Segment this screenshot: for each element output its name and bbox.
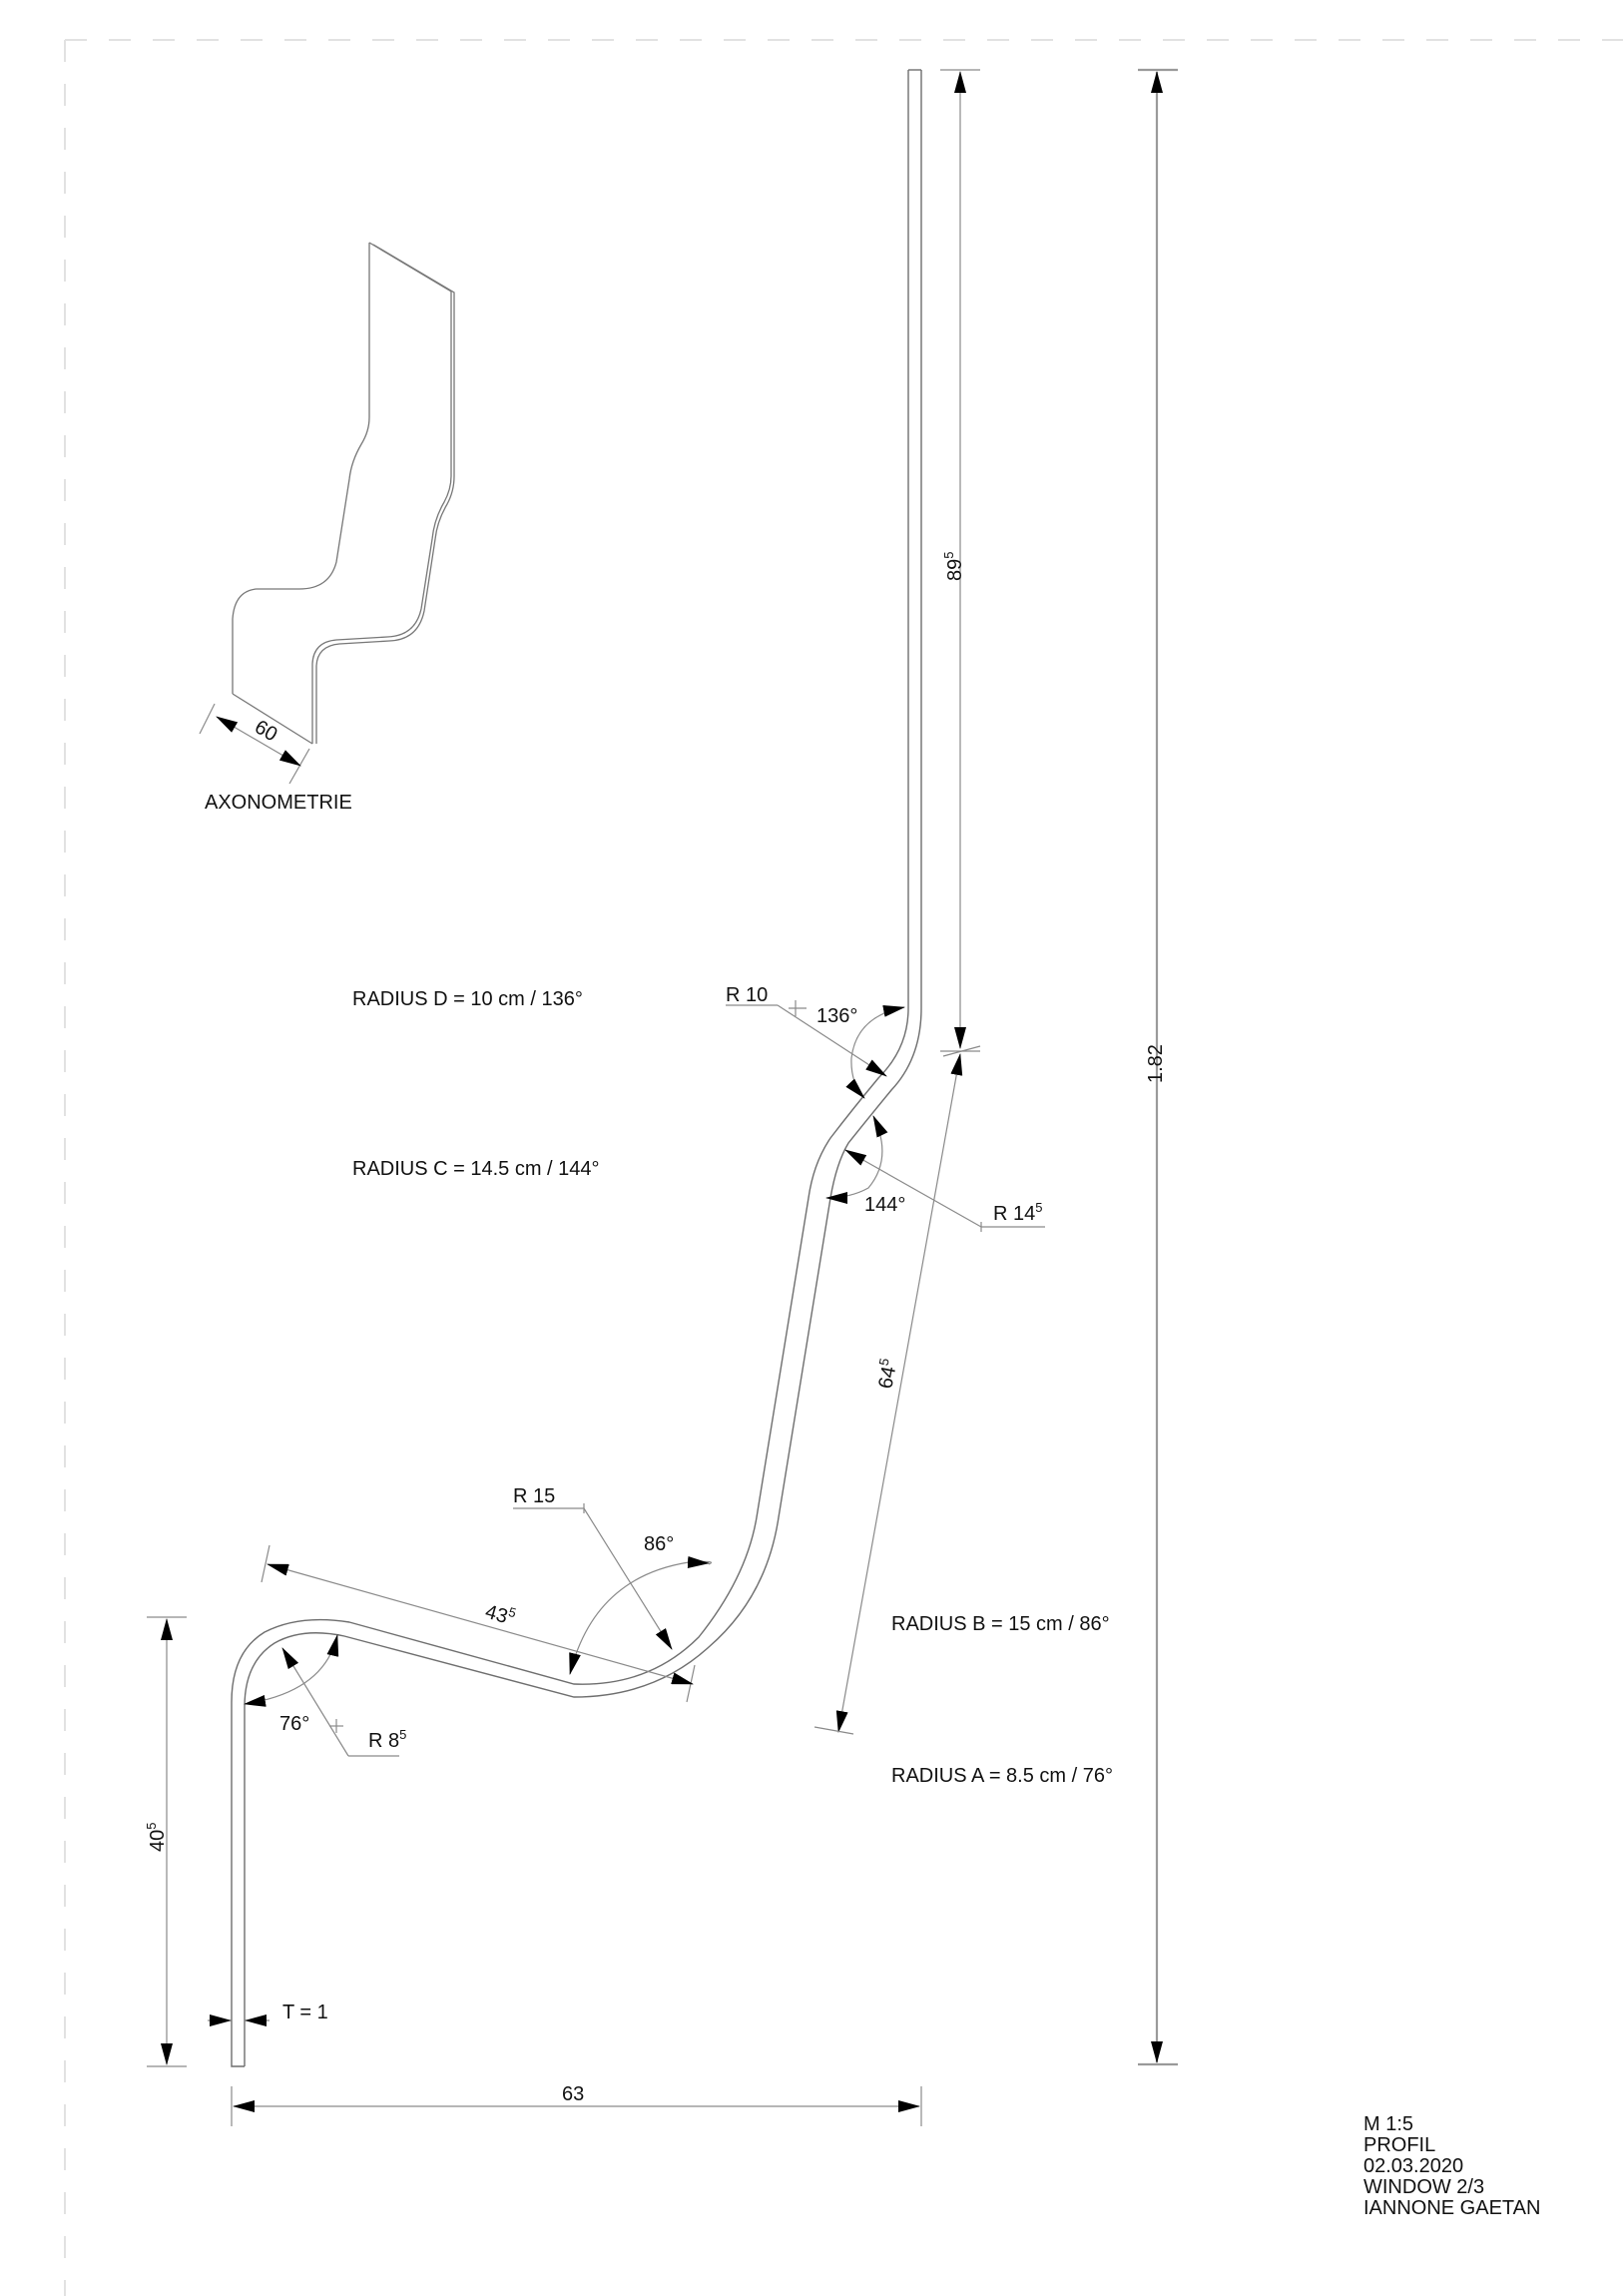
- sheet-frame: [64, 39, 1623, 2296]
- axo-width-dim-line: [216, 716, 301, 767]
- radius-c-label: R 145: [993, 1200, 1042, 1225]
- callout-radius-c: R 145 144°: [825, 1115, 1045, 1232]
- callout-radius-d: R 10 136°: [726, 984, 905, 1099]
- title-view: PROFIL: [1363, 2134, 1436, 2156]
- note-radius-a: RADIUS A = 8.5 cm / 76°: [891, 1765, 1113, 1787]
- profile-outer-edge: [231, 70, 909, 2067]
- axo-ext-line-left: [199, 703, 216, 735]
- axonometry-sketch: 60: [199, 242, 455, 785]
- radius-b-label: R 15: [513, 1485, 555, 1507]
- dim-seat-segment-value: 435: [483, 1598, 518, 1630]
- title-sheet: WINDOW 2/3: [1363, 2176, 1485, 2198]
- title-date: 02.03.2020: [1363, 2155, 1464, 2177]
- dim-total-height-value: 1.82: [1145, 1044, 1167, 1083]
- dim-thickness-value: T = 1: [282, 2002, 328, 2023]
- radius-d-label: R 10: [726, 984, 768, 1006]
- radius-a-label: R 85: [368, 1727, 406, 1752]
- dim-total-width-value: 63: [562, 2083, 584, 2105]
- angle-136-label: 136°: [816, 1005, 857, 1027]
- axonometry-label: AXONOMETRIE: [205, 792, 352, 814]
- note-radius-c: RADIUS C = 14.5 cm / 144°: [352, 1158, 600, 1180]
- title-author: IANNONE GAETAN: [1363, 2197, 1541, 2219]
- dim-inclined-segment: 645: [813, 1053, 963, 1735]
- callout-radius-b: R 15 86°: [513, 1485, 713, 1675]
- title-block: M 1:5 PROFIL 02.03.2020 WINDOW 2/3 IANNO…: [1363, 2114, 1540, 2219]
- dim-total-height: 1.82: [1138, 68, 1178, 2066]
- callout-radius-a: R 85 76°: [244, 1634, 406, 1757]
- note-radius-d: RADIUS D = 10 cm / 136°: [352, 988, 583, 1010]
- profile-inner-edge: [244, 70, 922, 2066]
- dim-lower-vertical: 405: [144, 1616, 187, 2067]
- main-profile: [231, 69, 922, 2067]
- dim-lower-vertical-value: 405: [144, 1823, 169, 1852]
- angle-76-label: 76°: [279, 1713, 309, 1735]
- dim-thickness: T = 1: [208, 2002, 328, 2026]
- note-radius-b: RADIUS B = 15 cm / 86°: [891, 1613, 1110, 1635]
- dim-inclined-segment-value: 645: [871, 1357, 901, 1391]
- dim-upper-vertical: 895: [940, 69, 981, 1057]
- dim-upper-vertical-value: 895: [941, 552, 966, 581]
- angle-86-label: 86°: [644, 1533, 674, 1555]
- axo-ext-line-right: [288, 748, 310, 785]
- title-scale: M 1:5: [1363, 2113, 1414, 2135]
- dim-total-width: 63: [231, 2083, 922, 2126]
- angle-144-label: 144°: [864, 1194, 905, 1216]
